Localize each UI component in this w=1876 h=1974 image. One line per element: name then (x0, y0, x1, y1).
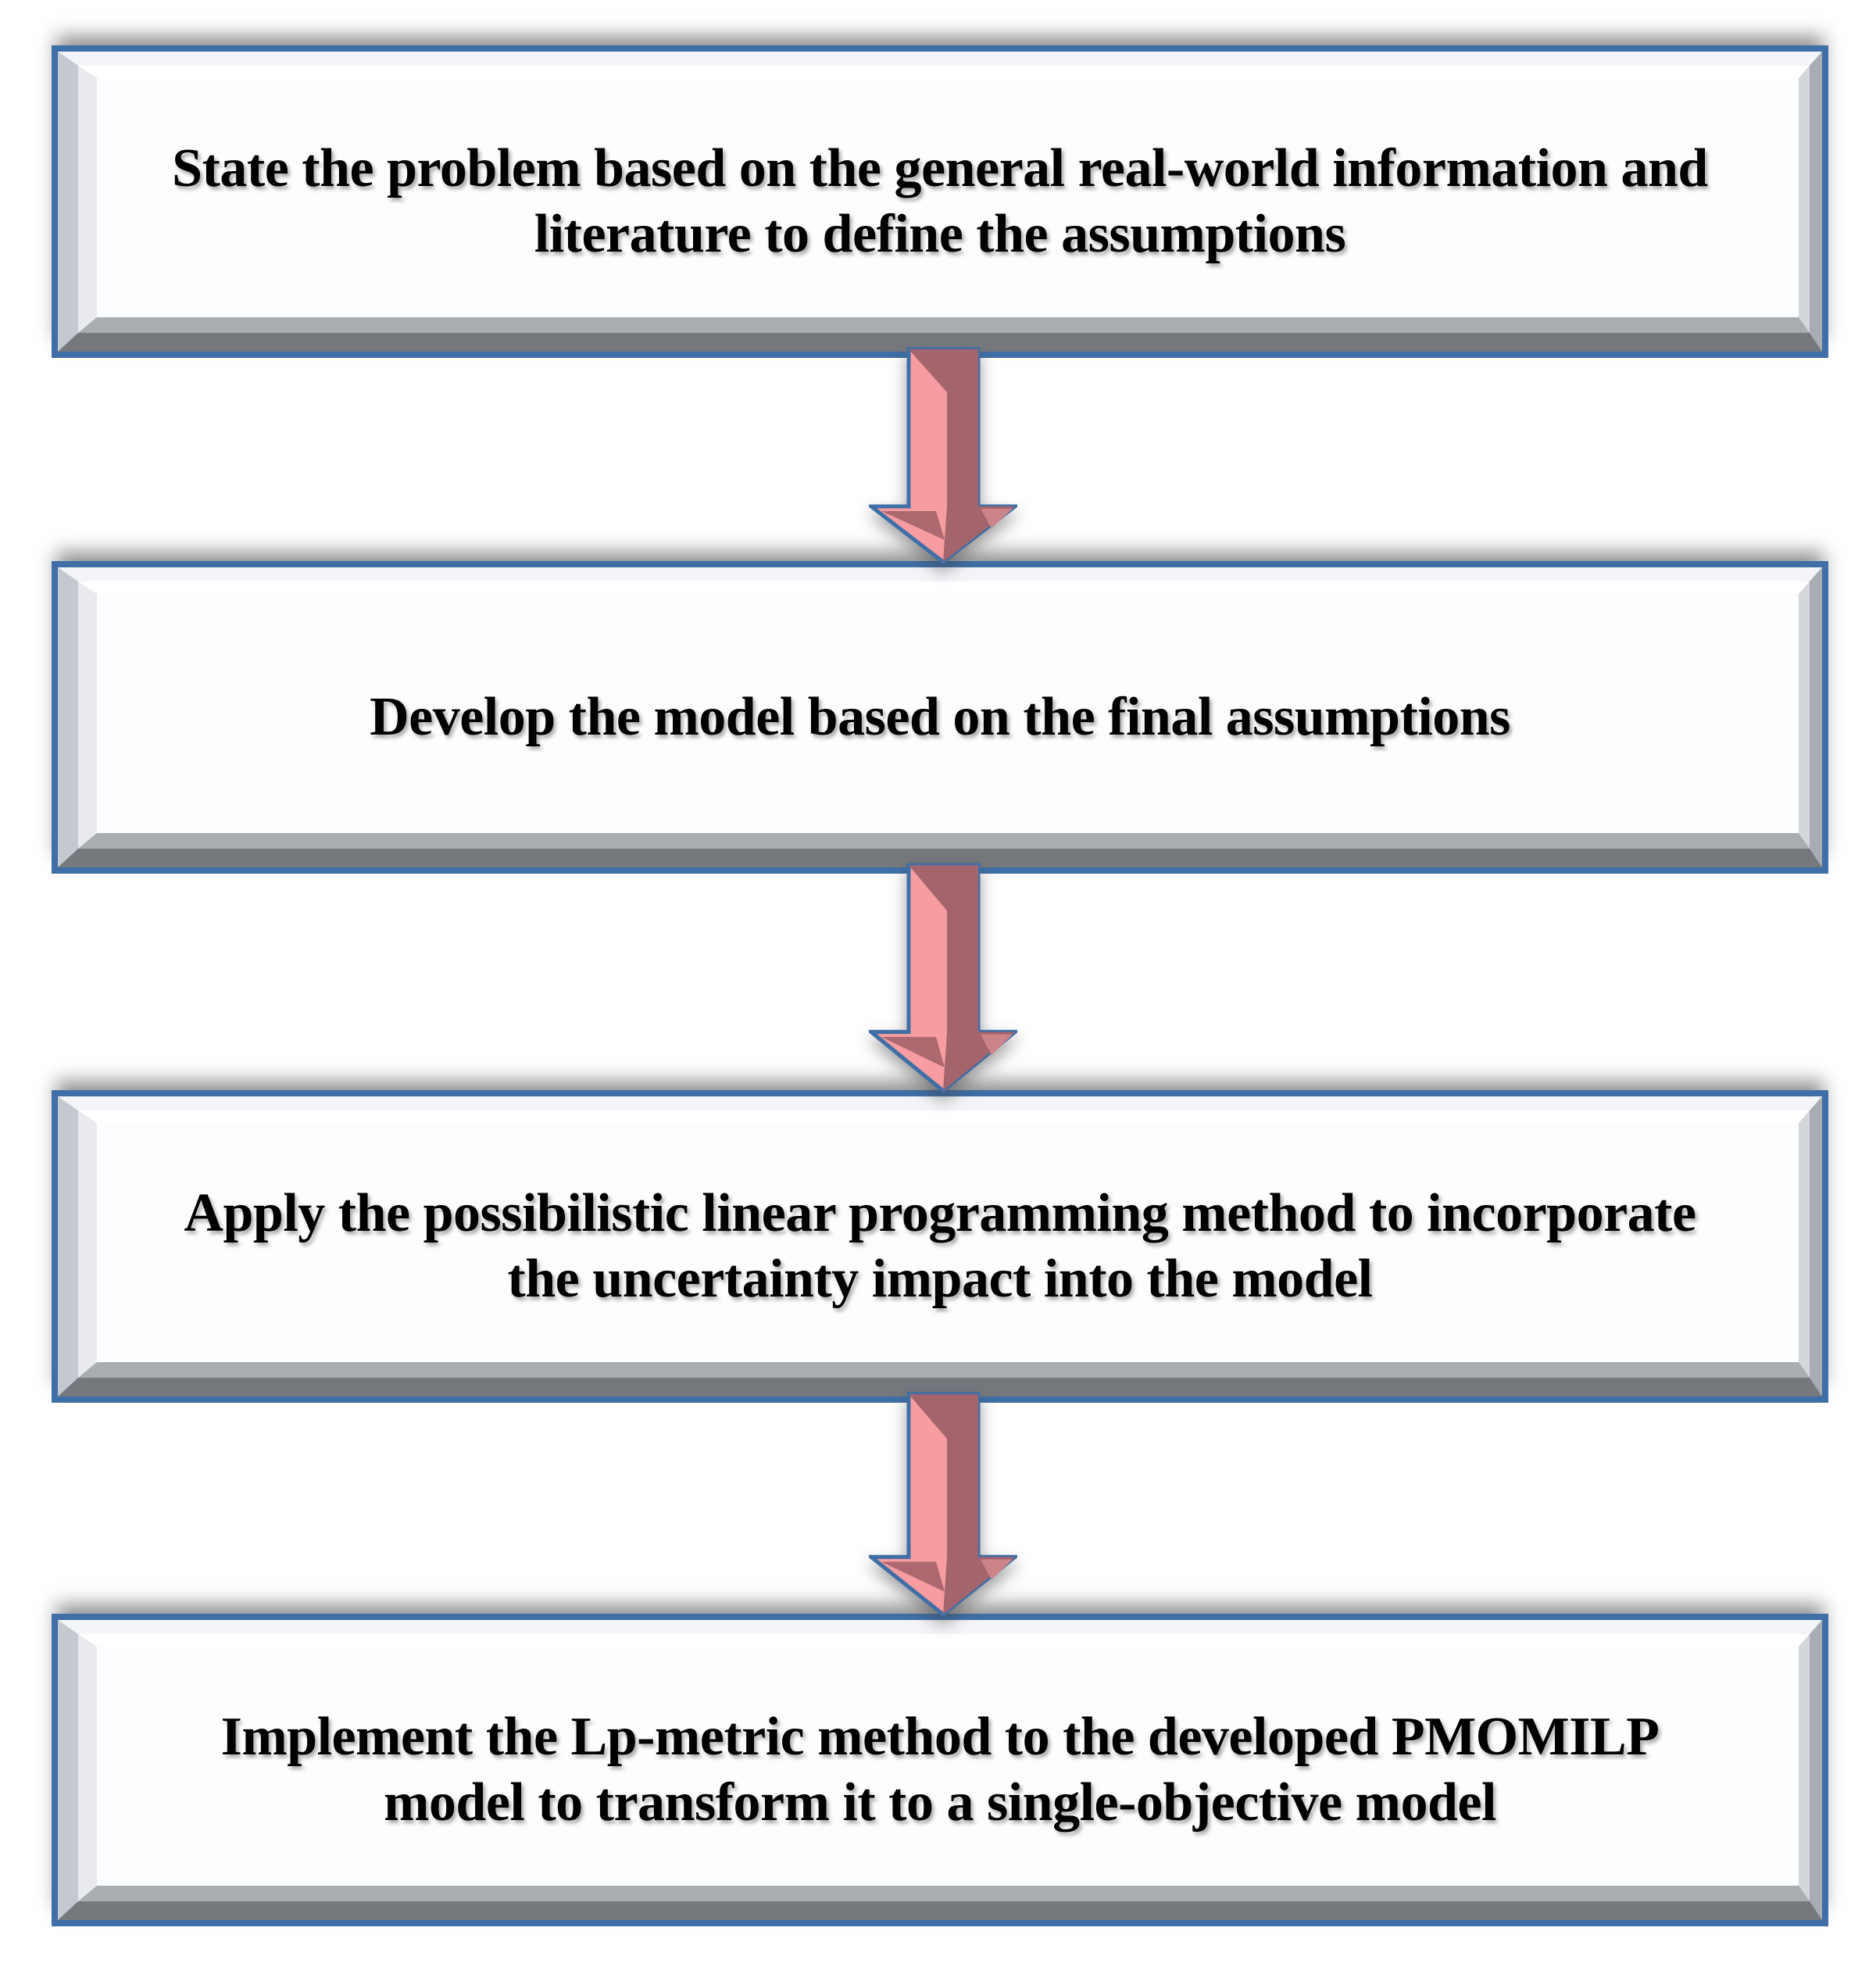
step-text-1: State the problem based on the general r… (58, 52, 1822, 352)
box-bevel-inner (78, 1634, 1810, 1901)
step-box-4: Implement the Lp-metric method to the de… (52, 1614, 1828, 1926)
step-line: State the problem based on the general r… (172, 138, 1708, 198)
box-bevel-inner (78, 1110, 1810, 1378)
step-box-2: Develop the model based on the final ass… (52, 561, 1828, 874)
box-bevel (58, 1096, 1822, 1396)
step-box-1: State the problem based on the general r… (52, 45, 1828, 358)
connector-1 (869, 347, 1017, 564)
down-arrow-icon (869, 863, 1017, 1093)
step-line: literature to define the assumptions (534, 204, 1346, 264)
step-line: Apply the possibilistic linear programmi… (184, 1183, 1696, 1243)
step-text-3: Apply the possibilistic linear programmi… (58, 1096, 1822, 1396)
step-line: model to transform it to a single-object… (384, 1772, 1496, 1833)
box-bevel-inner (78, 66, 1810, 333)
step-box-3: Apply the possibilistic linear programmi… (52, 1090, 1828, 1403)
step-text-4: Implement the Lp-metric method to the de… (58, 1620, 1822, 1920)
connector-2 (869, 863, 1017, 1093)
step-line: Develop the model based on the final ass… (370, 687, 1510, 747)
box-bevel (58, 1620, 1822, 1920)
box-bevel-inner (78, 581, 1810, 849)
down-arrow-icon (869, 1392, 1017, 1617)
step-line: the uncertainty impact into the model (507, 1249, 1373, 1309)
connector-3 (869, 1392, 1017, 1617)
step-line: Implement the Lp-metric method to the de… (220, 1707, 1660, 1767)
down-arrow-icon (869, 347, 1017, 564)
step-text-2: Develop the model based on the final ass… (58, 567, 1822, 867)
